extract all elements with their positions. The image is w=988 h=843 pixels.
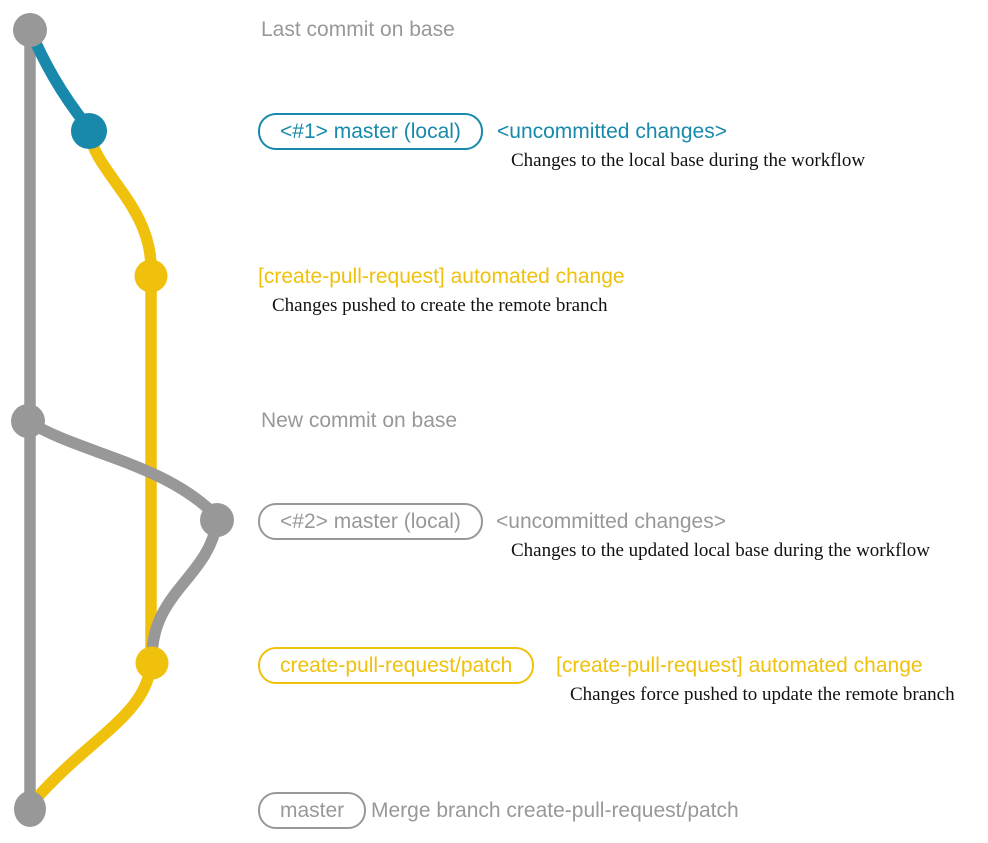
commit-message: <uncommitted changes> xyxy=(497,120,727,143)
commit-caption: Changes to the updated local base during… xyxy=(511,540,930,561)
commit-message: New commit on base xyxy=(261,409,458,432)
rebase-curve xyxy=(146,516,223,664)
commit-dot-automated-2 xyxy=(135,646,169,680)
commit-dot-uncommitted-2 xyxy=(200,503,234,537)
commit-caption: Changes force pushed to update the remot… xyxy=(570,684,955,705)
commit-dot-last-base xyxy=(13,13,47,47)
commit-graph xyxy=(11,13,234,827)
commit-dot-automated-1 xyxy=(134,259,168,293)
commit-dot-merge xyxy=(14,791,46,827)
branch-label-master: master xyxy=(258,792,367,829)
commit-message: <uncommitted changes> xyxy=(496,510,726,533)
commit-message: Last commit on base xyxy=(261,18,455,41)
branch-label-master-local-1: <#1> master (local) xyxy=(258,113,483,150)
branch-label-patch: create-pull-request/patch xyxy=(258,647,535,684)
branch-label-master-local-2: <#2> master (local) xyxy=(258,503,483,540)
commit-message: [create-pull-request] automated change xyxy=(556,654,923,677)
commit-dot-new-base xyxy=(11,404,45,438)
commit-caption: Changes pushed to create the remote bran… xyxy=(272,295,608,316)
commit-dot-uncommitted-1 xyxy=(71,113,107,149)
commit-caption: Changes to the local base during the wor… xyxy=(511,150,866,171)
commit-message: [create-pull-request] automated change xyxy=(258,265,625,288)
commit-message: Merge branch create-pull-request/patch xyxy=(371,799,739,822)
master-local-branch-curve-2 xyxy=(22,415,218,518)
